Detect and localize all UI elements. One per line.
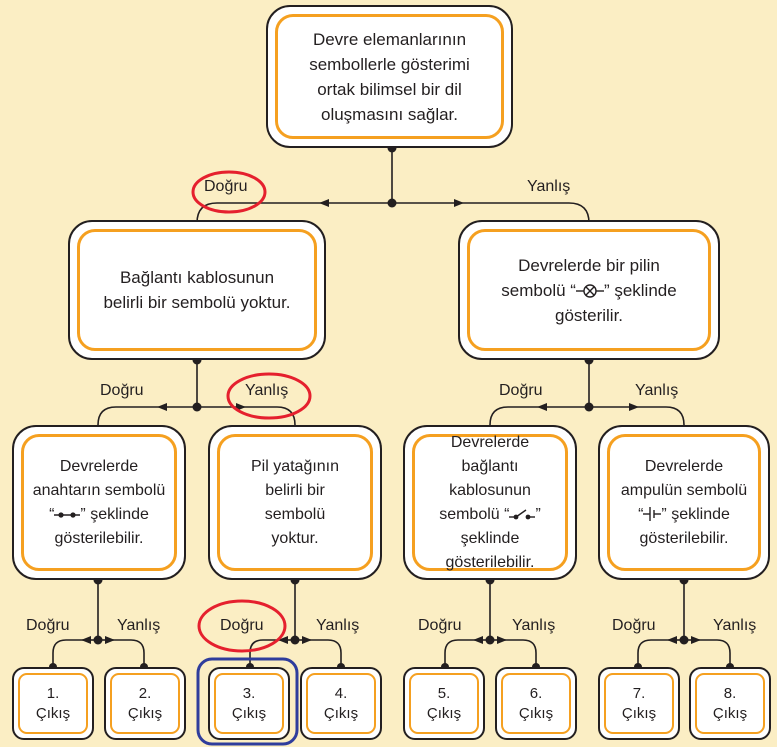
statement-text-2: Pil yatağının belirli bir sembolü yoktur… (217, 434, 373, 571)
output-label: Çıkış (426, 704, 462, 722)
output-number: 8. (723, 684, 737, 702)
output-label: Çıkış (323, 704, 359, 722)
output-label: Çıkış (712, 704, 748, 722)
root-statement-box: Devre elemanlarının sembollerle gösterim… (266, 5, 513, 148)
lamp-icon (575, 284, 604, 298)
statement-box-3: Devrelerde bağlantı kablosunun sembolü “… (403, 425, 577, 580)
output-number: 3. (242, 684, 256, 702)
output-number: 5. (437, 684, 451, 702)
right-statement-box: Devrelerde bir pilin sembolü “” şeklinde… (458, 220, 720, 360)
red-circle-mark (197, 599, 287, 653)
output-number: 7. (632, 684, 646, 702)
output-label: Çıkış (127, 704, 163, 722)
left-statement-box: Bağlantı kablosunun belirli bir sembolü … (68, 220, 326, 360)
false-label: Yanlış (527, 178, 571, 195)
wire-icon (54, 512, 81, 518)
true-label: Doğru (100, 382, 144, 399)
switch-icon (509, 509, 536, 520)
output-box-4: 4. Çıkış (300, 667, 382, 740)
false-label: Yanlış (245, 382, 289, 399)
left-statement-text: Bağlantı kablosunun belirli bir sembolü … (77, 229, 317, 351)
false-label: Yanlış (512, 617, 556, 634)
battery-icon (643, 507, 662, 522)
root-statement-text: Devre elemanlarının sembollerle gösterim… (275, 14, 504, 139)
output-label: Çıkış (35, 704, 71, 722)
output-label: Çıkış (621, 704, 657, 722)
statement-box-2: Pil yatağının belirli bir sembolü yoktur… (208, 425, 382, 580)
false-label: Yanlış (316, 617, 360, 634)
true-label: Doğru (204, 178, 248, 195)
output-number: 4. (334, 684, 348, 702)
output-number: 1. (46, 684, 60, 702)
true-label: Doğru (499, 382, 543, 399)
output-label: Çıkış (231, 704, 267, 722)
statement-text-3: Devrelerde bağlantı kablosunun sembolü “… (412, 434, 568, 571)
blue-highlight-mark (196, 657, 299, 746)
statement-text-1: Devrelerde anahtarın sembolü “” şeklinde… (21, 434, 177, 571)
output-box-2: 2. Çıkış (104, 667, 186, 740)
output-box-8: 8. Çıkış (689, 667, 771, 740)
statement-text-4: Devrelerde ampulün sembolü “” şeklinde g… (607, 434, 761, 571)
false-label: Yanlış (117, 617, 161, 634)
right-statement-text: Devrelerde bir pilin sembolü “” şeklinde… (467, 229, 711, 351)
output-number: 2. (138, 684, 152, 702)
true-label: Doğru (612, 617, 656, 634)
output-number: 6. (529, 684, 543, 702)
output-box-5: 5. Çıkış (403, 667, 485, 740)
false-label: Yanlış (713, 617, 757, 634)
true-label: Doğru (26, 617, 70, 634)
statement-box-1: Devrelerde anahtarın sembolü “” şeklinde… (12, 425, 186, 580)
statement-box-4: Devrelerde ampulün sembolü “” şeklinde g… (598, 425, 770, 580)
output-box-1: 1. Çıkış (12, 667, 94, 740)
output-label: Çıkış (518, 704, 554, 722)
false-label: Yanlış (635, 382, 679, 399)
output-box-3: 3. Çıkış (208, 667, 290, 740)
red-circle-mark (191, 170, 267, 214)
red-circle-mark (226, 372, 312, 420)
true-label: Doğru (418, 617, 462, 634)
output-box-7: 7. Çıkış (598, 667, 680, 740)
true-label: Doğru (220, 617, 264, 634)
output-box-6: 6. Çıkış (495, 667, 577, 740)
